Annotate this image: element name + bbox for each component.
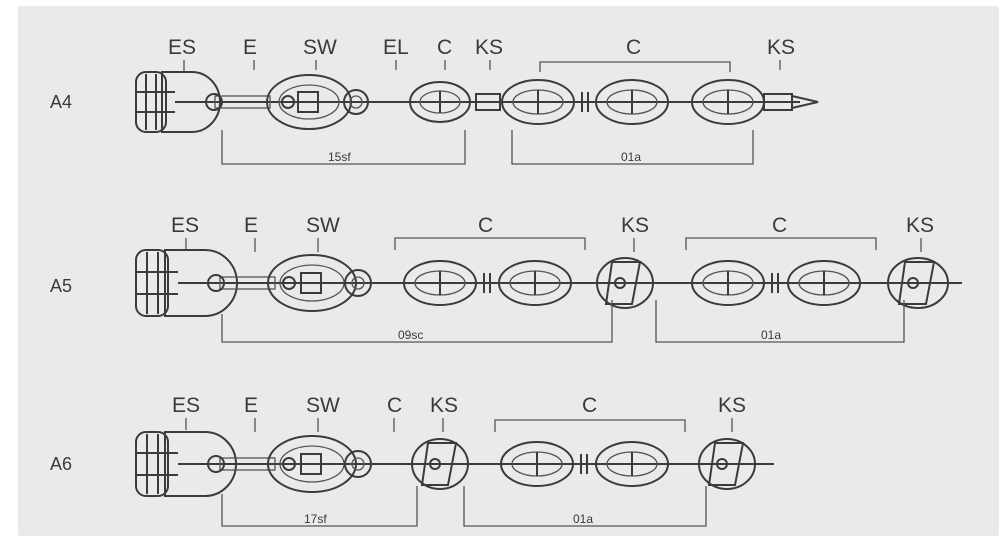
chain-drawing	[135, 71, 819, 133]
component-label-end-link: E	[244, 394, 258, 417]
common-link	[691, 260, 765, 306]
label-leaders	[183, 60, 781, 72]
common-link	[501, 79, 575, 125]
chain-row-a6: A6 ES E SW C KS C KS	[50, 394, 774, 527]
dimension-label: 17sf	[304, 512, 327, 526]
component-label-swivel: SW	[306, 214, 340, 237]
component-label-end-link: E	[243, 36, 257, 59]
component-label-end-shackle: ES	[171, 214, 199, 237]
component-label-kenter-shackle: KS	[906, 214, 934, 237]
component-label-end-shackle: ES	[172, 394, 200, 417]
component-label-common-link: C	[437, 36, 452, 59]
end-shackle	[135, 431, 237, 497]
component-label-kenter-shackle: KS	[430, 394, 458, 417]
dimension-label: 01a	[573, 512, 593, 526]
diagram-panel	[18, 6, 999, 536]
dimension-label: 01a	[621, 150, 641, 164]
label-leaders	[185, 418, 733, 432]
dimension-label: 15sf	[328, 150, 351, 164]
component-label-common-links: C	[772, 214, 787, 237]
dimension-label: 01a	[761, 328, 781, 342]
component-label-enlarged-link: EL	[383, 36, 409, 59]
component-label-kenter-shackle: KS	[718, 394, 746, 417]
dimension-label: 09sc	[398, 328, 423, 342]
component-label-common-links: C	[626, 36, 641, 59]
label-leaders	[185, 237, 922, 252]
kenter-shackle	[411, 438, 469, 490]
kenter-shackle	[596, 257, 654, 309]
component-label-end-link: E	[244, 214, 258, 237]
common-link	[498, 260, 572, 306]
common-link	[595, 79, 669, 125]
swivel	[266, 74, 352, 130]
common-link	[409, 81, 471, 123]
component-label-kenter-shackle: KS	[475, 36, 503, 59]
row-label: A5	[50, 276, 72, 296]
component-label-kenter-shackle: KS	[767, 36, 795, 59]
dimension-lines	[221, 486, 707, 527]
common-link	[403, 260, 477, 306]
component-label-swivel: SW	[306, 394, 340, 417]
component-label-common-links: C	[582, 394, 597, 417]
component-label-kenter-shackle: KS	[621, 214, 649, 237]
row-label: A4	[50, 92, 72, 112]
component-label-common-links: C	[478, 214, 493, 237]
end-shackle	[135, 249, 238, 317]
kenter-shackle	[887, 257, 949, 309]
end-shackle	[135, 71, 221, 133]
row-label: A6	[50, 454, 72, 474]
common-link	[787, 260, 861, 306]
common-link	[595, 441, 669, 487]
component-label-end-shackle: ES	[168, 36, 196, 59]
common-link	[500, 441, 574, 487]
chain-row-a5: A5 ES E SW C KS C KS	[50, 214, 962, 343]
chain-row-a4: A4 ES E SW EL C KS C KS	[50, 36, 819, 165]
dimension-lines	[221, 130, 754, 165]
chain-drawing	[135, 249, 962, 317]
component-label-common-link: C	[387, 394, 402, 417]
component-label-swivel: SW	[303, 36, 337, 59]
chain-drawing	[135, 431, 774, 497]
dimension-lines	[221, 300, 905, 343]
kenter-shackle	[698, 438, 756, 490]
